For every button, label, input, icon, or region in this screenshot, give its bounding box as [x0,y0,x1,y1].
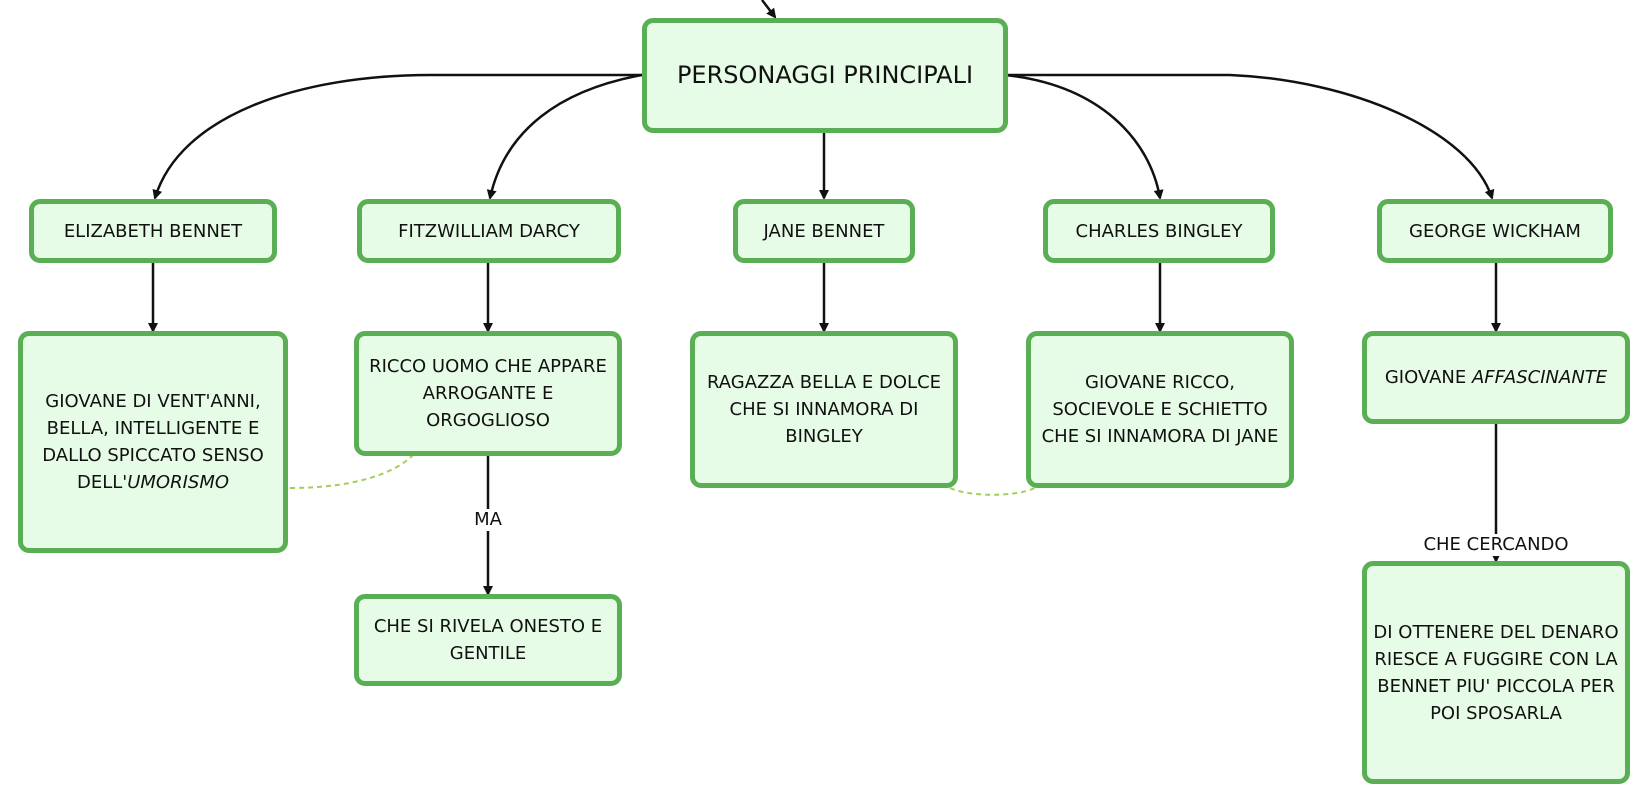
desc-jane[interactable]: RAGAZZA BELLA E DOLCE CHE SI INNAMORA DI… [690,331,958,488]
root-label: PERSONAGGI PRINCIPALI [676,61,974,89]
node-fitzwilliam-darcy[interactable]: FITZWILLIAM DARCY [357,199,621,263]
node-george-wickham[interactable]: GEORGE WICKHAM [1377,199,1613,263]
node-elizabeth-bennet[interactable]: ELIZABETH BENNET [29,199,277,263]
jane-name: JANE BENNET [763,220,885,242]
cross-link-jane-bingley [949,487,1036,496]
elizabeth-description: GIOVANE DI VENT'ANNI, BELLA, INTELLIGENT… [29,388,277,496]
node-charles-bingley[interactable]: CHARLES BINGLEY [1043,199,1275,263]
darcy-description: RICCO UOMO CHE APPARE ARROGANTE E ORGOGL… [369,356,607,431]
node-jane-bennet[interactable]: JANE BENNET [733,199,915,263]
edge-label-wickham: CHE CERCANDO [1421,534,1571,556]
darcy-name: FITZWILLIAM DARCY [398,220,580,242]
followup-wickham[interactable]: DI OTTENERE DEL DENARO RIESCE A FUGGIRE … [1362,561,1630,784]
wickham-desc-text: GIOVANE [1384,367,1472,388]
wickham-name: GEORGE WICKHAM [1409,220,1581,242]
elizabeth-desc-text: GIOVANE DI VENT'ANNI, BELLA, INTELLIGENT… [42,391,264,493]
desc-wickham[interactable]: GIOVANE AFFASCINANTE [1362,331,1630,424]
followup-darcy[interactable]: CHE SI RIVELA ONESTO E GENTILE [354,594,622,686]
wickham-followup: DI OTTENERE DEL DENARO RIESCE A FUGGIRE … [1373,621,1619,724]
link-root-darcy [486,73,643,200]
desc-darcy[interactable]: RICCO UOMO CHE APPARE ARROGANTE E ORGOGL… [354,331,622,456]
elizabeth-name: ELIZABETH BENNET [63,220,243,242]
darcy-followup: CHE SI RIVELA ONESTO E GENTILE [373,616,603,664]
link-root-bingley [1004,73,1164,200]
wickham-desc-emphasis: AFFASCINANTE [1471,367,1608,388]
bingley-description: GIOVANE RICCO, SOCIEVOLE E SCHIETTO CHE … [1041,372,1279,447]
link-root-elizabeth [152,73,642,200]
edge-label-darcy: MA [472,509,504,531]
desc-elizabeth[interactable]: GIOVANE DI VENT'ANNI, BELLA, INTELLIGENT… [18,331,288,553]
root-node[interactable]: PERSONAGGI PRINCIPALI [642,18,1008,133]
cross-link-elizabeth-darcy [289,452,416,489]
elizabeth-desc-emphasis: UMORISMO [127,472,230,493]
desc-bingley[interactable]: GIOVANE RICCO, SOCIEVOLE E SCHIETTO CHE … [1026,331,1294,488]
link-root-wickham [1005,73,1495,200]
bingley-name: CHARLES BINGLEY [1075,220,1243,242]
wickham-description: GIOVANE AFFASCINANTE [1385,364,1607,391]
jane-description: RAGAZZA BELLA E DOLCE CHE SI INNAMORA DI… [706,372,942,447]
incoming-link [761,0,777,19]
